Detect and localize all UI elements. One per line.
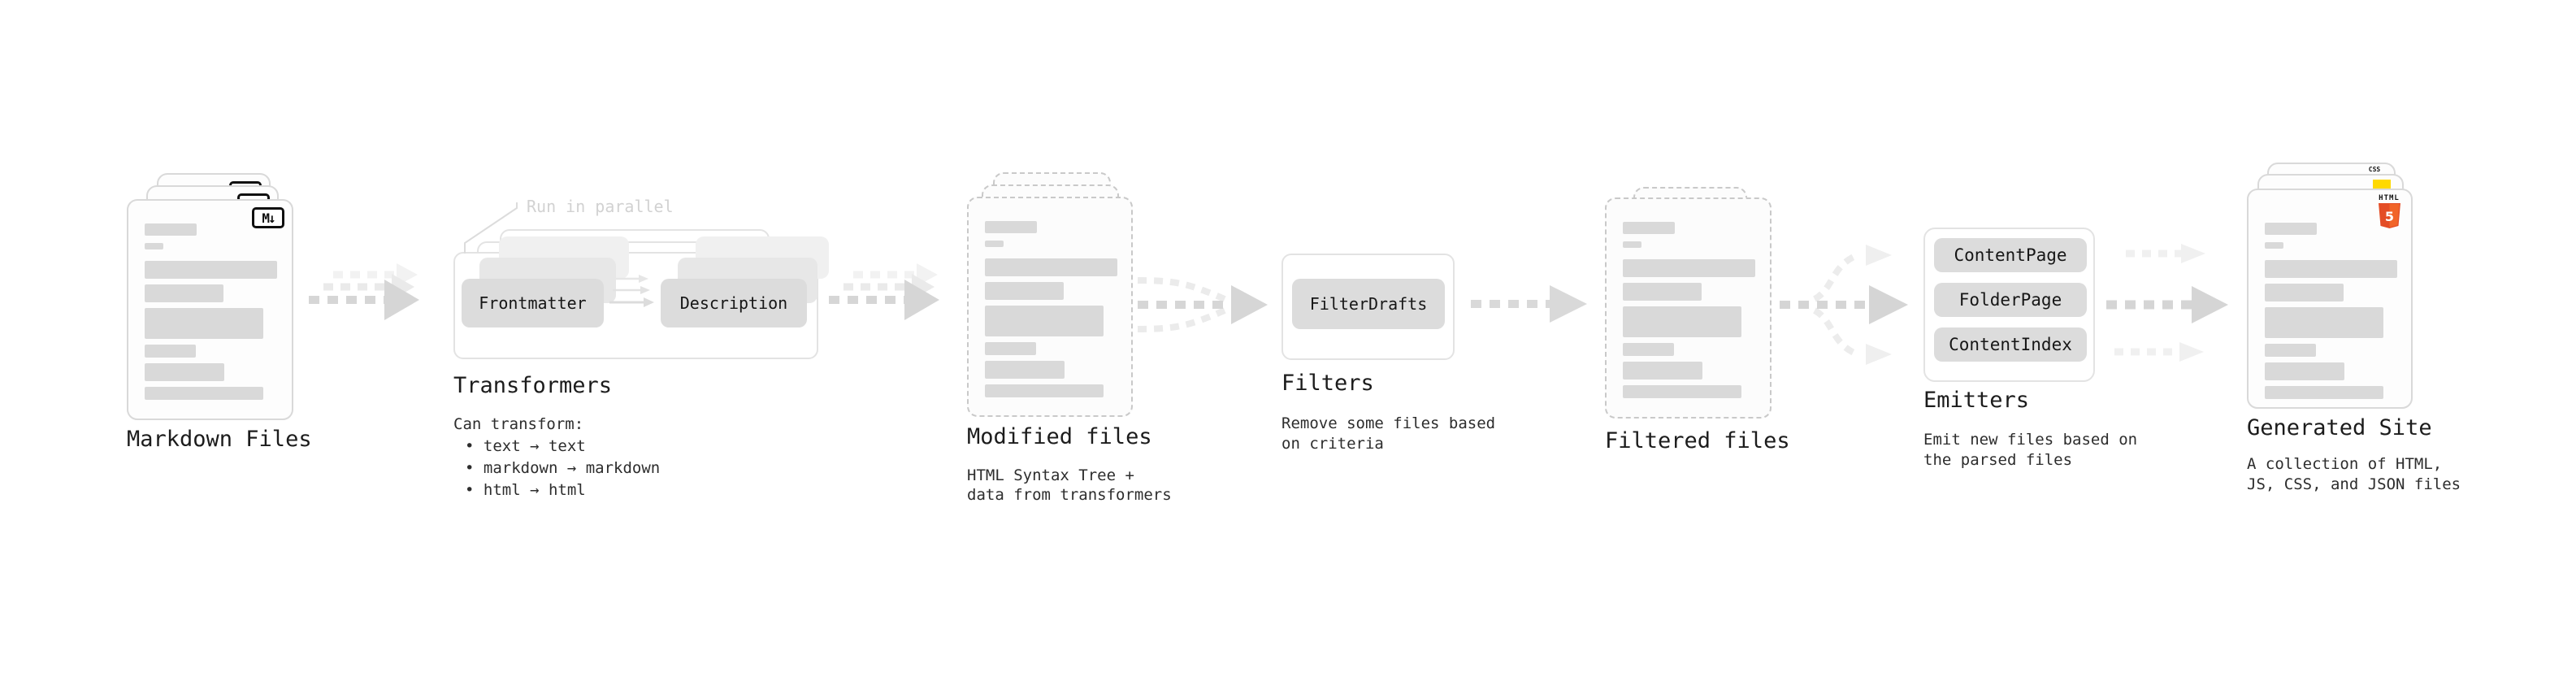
skeleton-line xyxy=(985,221,1037,233)
filters-desc-line: Remove some files based xyxy=(1281,414,1496,432)
skeleton-line xyxy=(2265,242,2283,249)
html5-icon-label: HTML xyxy=(2379,194,2400,202)
skeleton-line xyxy=(145,308,263,339)
skeleton-line xyxy=(985,384,1104,397)
stage-title-filtered-files: Filtered files xyxy=(1605,428,1790,453)
stage-title-markdown-files: Markdown Files xyxy=(127,427,312,452)
stage-title-transformers: Transformers xyxy=(453,373,613,398)
transformer-frontmatter-pill: Frontmatter xyxy=(462,279,604,327)
skeleton-line xyxy=(2265,386,2383,399)
skeleton-line xyxy=(145,284,223,302)
skeleton-line xyxy=(2265,260,2397,278)
skeleton-line xyxy=(985,342,1036,355)
skeleton-line xyxy=(985,282,1064,300)
stage-title-filters: Filters xyxy=(1281,371,1374,396)
markdown-file-card-front: M↓ xyxy=(127,199,293,420)
run-in-parallel-annotation: Run in parallel xyxy=(527,197,674,216)
filters-desc-line: on criteria xyxy=(1281,435,1384,453)
html5-icon-digit: 5 xyxy=(2384,209,2393,224)
generated-desc-line: JS, CSS, and JSON files xyxy=(2247,475,2461,493)
skeleton-line xyxy=(1623,283,1702,301)
arrow-emitters-to-generated xyxy=(2106,244,2228,362)
emitter-contentpage-pill: ContentPage xyxy=(1934,238,2087,272)
skeleton-line xyxy=(1623,259,1755,277)
arrow-filters-to-filtered xyxy=(1471,285,1587,323)
skeleton-line xyxy=(985,306,1104,336)
modified-desc-line: HTML Syntax Tree + xyxy=(967,466,1134,484)
generated-description: A collection of HTML, JS, CSS, and JSON … xyxy=(2247,454,2461,495)
emitter-contentpage-label: ContentPage xyxy=(1954,245,2067,265)
skeleton-line xyxy=(1623,343,1674,356)
skeleton-line xyxy=(145,387,263,400)
skeleton-line xyxy=(2265,284,2344,301)
markdown-icon: M↓ xyxy=(252,207,284,228)
arrow-markdown-to-transformers xyxy=(309,263,419,320)
transformer-frontmatter-label: Frontmatter xyxy=(479,293,587,313)
skeleton-line xyxy=(1623,222,1675,234)
skeleton-line xyxy=(985,258,1117,276)
skeleton-line xyxy=(145,261,277,279)
transform-bullet: • markdown → markdown xyxy=(465,459,661,477)
skeleton-line xyxy=(1623,362,1702,380)
arrow-filtered-to-emitters xyxy=(1780,245,1908,365)
transform-bullet: • text → text xyxy=(465,437,586,455)
transformer-description-label: Description xyxy=(679,293,788,313)
skeleton-line xyxy=(145,345,196,358)
modified-desc-line: data from transformers xyxy=(967,486,1172,504)
transform-bullet: • html → html xyxy=(465,481,586,499)
skeleton-line xyxy=(2265,344,2316,357)
skeleton-content xyxy=(145,223,279,400)
emitter-contentindex-label: ContentIndex xyxy=(1949,335,2072,354)
skeleton-line xyxy=(2265,362,2344,380)
filter-drafts-pill: FilterDrafts xyxy=(1292,279,1445,329)
filtered-file-card-front xyxy=(1605,197,1772,419)
skeleton-line xyxy=(1623,306,1741,337)
callout-line xyxy=(464,202,518,254)
skeleton-line xyxy=(1623,241,1641,248)
emitters-desc-line: the parsed files xyxy=(1923,451,2073,469)
skeleton-content xyxy=(1623,222,1757,398)
js-icon xyxy=(2373,180,2391,189)
filters-description: Remove some files based on criteria xyxy=(1281,414,1495,454)
html5-shield: 5 xyxy=(2378,203,2400,228)
parallel-run-arrows xyxy=(609,275,654,307)
emitters-desc-line: Emit new files based on xyxy=(1923,431,2138,449)
skeleton-line xyxy=(985,241,1004,247)
skeleton-line xyxy=(145,223,197,236)
skeleton-line xyxy=(145,243,163,249)
markdown-icon-glyph: M↓ xyxy=(262,210,275,226)
skeleton-line xyxy=(1623,385,1741,398)
skeleton-line xyxy=(145,363,224,381)
emitter-folderpage-pill: FolderPage xyxy=(1934,283,2087,317)
emitter-folderpage-label: FolderPage xyxy=(1958,290,2062,310)
stage-title-emitters: Emitters xyxy=(1923,388,2030,413)
transformer-description-pill: Description xyxy=(661,279,807,327)
generated-desc-line: A collection of HTML, xyxy=(2247,455,2443,473)
stage-title-modified-files: Modified files xyxy=(967,424,1152,449)
html5-icon: HTML 5 xyxy=(2375,194,2403,228)
emitters-description: Emit new files based on the parsed files xyxy=(1923,430,2137,471)
skeleton-content xyxy=(2265,223,2398,399)
skeleton-line xyxy=(2265,223,2317,235)
stage-title-generated-site: Generated Site xyxy=(2247,415,2432,440)
arrow-transformers-to-modified xyxy=(829,263,939,320)
skeleton-content xyxy=(985,221,1118,397)
skeleton-line xyxy=(985,361,1065,379)
modified-file-card-front xyxy=(967,197,1133,417)
emitter-contentindex-pill: ContentIndex xyxy=(1934,327,2087,362)
skeleton-line xyxy=(2265,307,2383,338)
transformers-intro: Can transform: xyxy=(453,415,584,433)
arrow-modified-to-filters xyxy=(1137,277,1268,332)
modified-description: HTML Syntax Tree + data from transformer… xyxy=(967,466,1172,505)
css-icon-label: CSS xyxy=(2368,166,2381,173)
filter-drafts-label: FilterDrafts xyxy=(1309,294,1428,314)
generated-html-card: HTML 5 xyxy=(2247,189,2413,409)
transformers-description: Can transform: • text → text • markdown … xyxy=(453,414,660,501)
